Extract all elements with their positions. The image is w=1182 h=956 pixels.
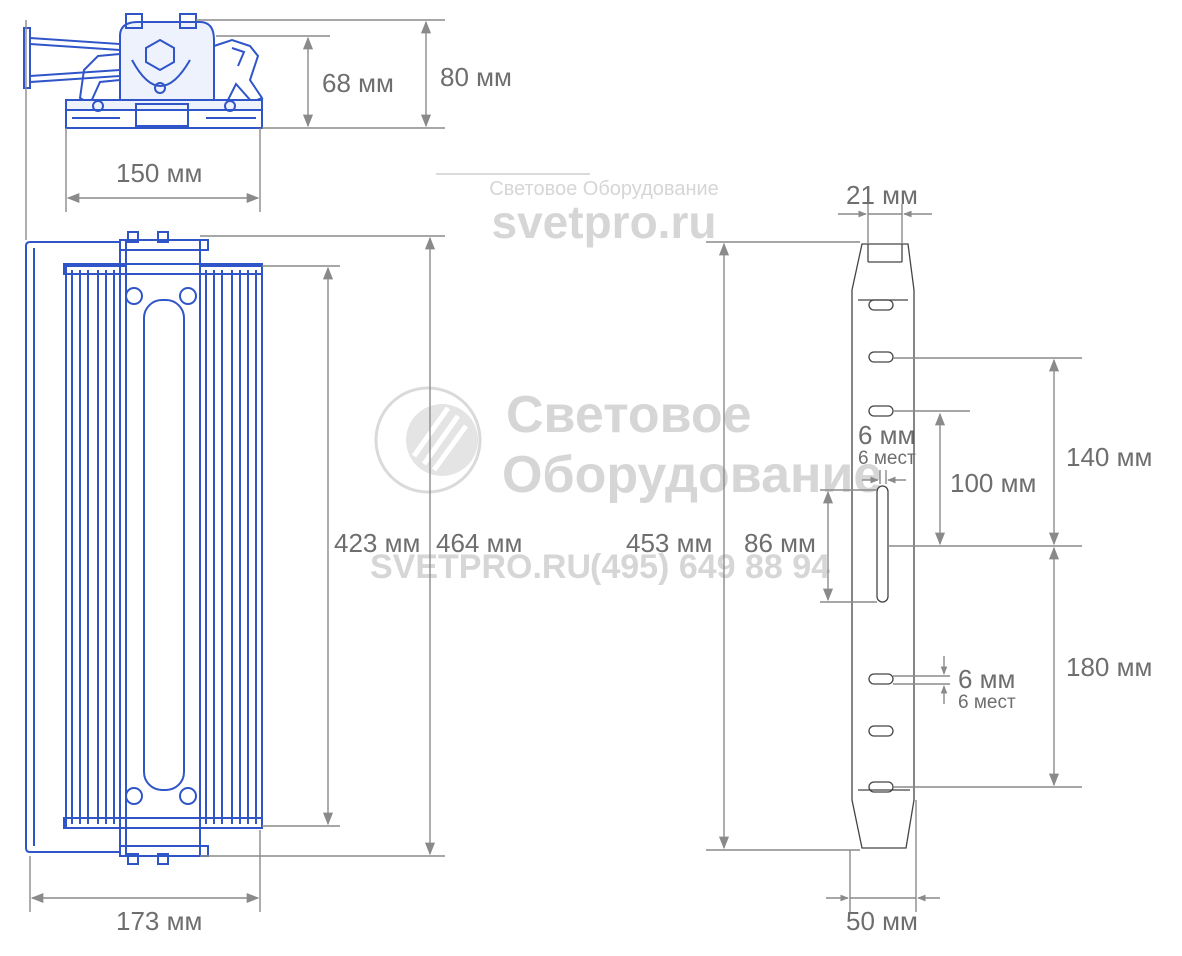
dim-bracket-slot: 86 мм: [744, 528, 816, 558]
dim-top-width: 150 мм: [116, 158, 202, 188]
watermark-footer-site: SVETPRO.RU: [370, 548, 591, 586]
dim-hole-size-lower: 6 мм: [958, 664, 1015, 694]
dim-body-height-outer: 464 мм: [436, 528, 522, 558]
watermark-center-line1: Световое: [506, 386, 752, 444]
top-view: [23, 13, 264, 129]
dim-top-height-outer: 80 мм: [440, 62, 512, 92]
watermark-top-line2: svetpro.ru: [492, 196, 717, 248]
dim-hole-spacing-upper-long: 140 мм: [1066, 442, 1152, 472]
dim-body-height-inner: 423 мм: [334, 528, 420, 558]
dimension-lines-bracket-bottom: [826, 800, 940, 912]
dimension-lines-front: [25, 20, 445, 912]
front-view: [25, 231, 263, 865]
dim-hole-spacing-upper-short: 100 мм: [950, 468, 1036, 498]
watermark-logo-icon: [374, 386, 482, 494]
dim-hole-size-upper: 6 мм: [858, 420, 915, 450]
watermark-top-line1: Световое Оборудование: [489, 178, 719, 200]
bracket-view: [851, 243, 915, 849]
watermark-footer-phone: (495) 649 88 94: [590, 548, 830, 586]
dim-hole-count-lower: 6 мест: [958, 692, 1016, 713]
watermark: Световое Оборудование svetpro.ru Светово…: [370, 173, 882, 586]
dim-bracket-top-width: 21 мм: [846, 180, 918, 210]
dim-top-height-inner: 68 мм: [322, 68, 394, 98]
dim-body-width: 173 мм: [116, 906, 202, 936]
dimension-lines-top: [65, 19, 445, 212]
dim-bracket-bottom-width: 50 мм: [846, 906, 918, 936]
dim-bracket-height: 453 мм: [626, 528, 712, 558]
watermark-center-line2: Оборудование: [502, 446, 882, 504]
dimension-lines-bracket: [706, 204, 1082, 851]
dim-hole-count-upper: 6 мест: [858, 448, 916, 469]
dim-hole-spacing-lower: 180 мм: [1066, 652, 1152, 682]
